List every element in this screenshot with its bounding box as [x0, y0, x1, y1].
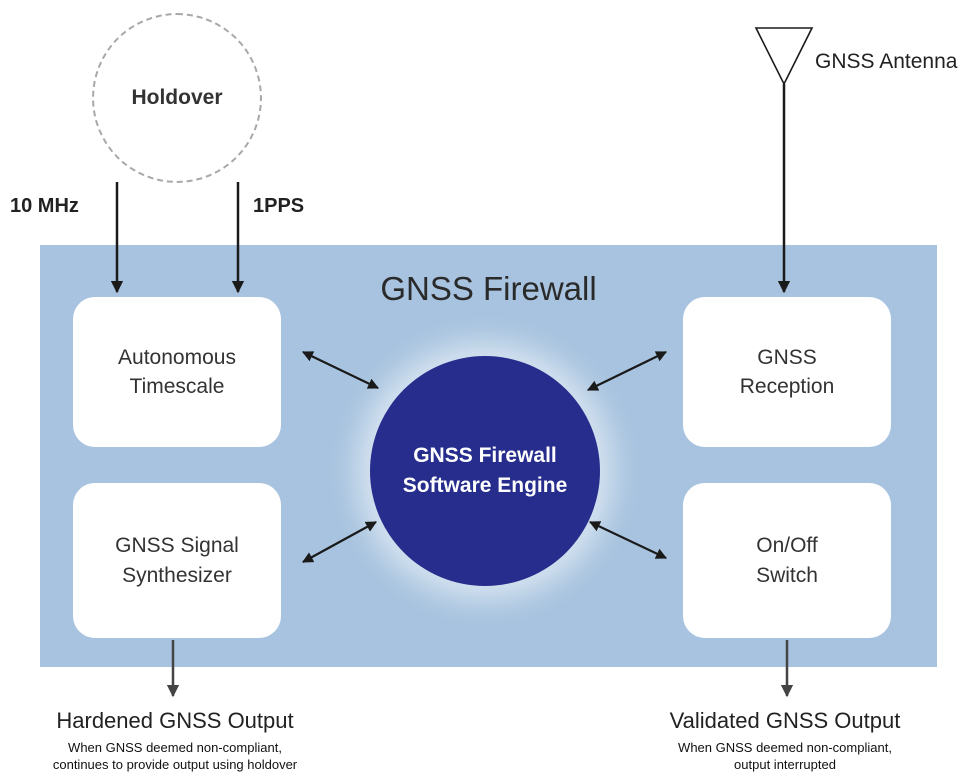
hardened-output-note: When GNSS deemed non-compliant, continue… [52, 740, 298, 772]
signal-synthesizer-block: GNSS Signal Synthesizer [73, 483, 281, 638]
hardened-output-title: Hardened GNSS Output [56, 708, 294, 733]
antenna-label: GNSS Antenna [815, 50, 958, 73]
gnss-reception-label: GNSS Reception [739, 345, 835, 398]
signal-synthesizer-label: GNSS Signal Synthesizer [115, 534, 239, 587]
antenna-icon [754, 27, 814, 86]
validated-output-note: When GNSS deemed non-compliant, output i… [678, 740, 892, 772]
reception-engine-arrow [587, 351, 667, 391]
ten-mhz-label: 10 MHz [10, 195, 79, 217]
autonomous-timescale-block: Autonomous Timescale [73, 297, 281, 447]
on-off-switch-label: On/Off Switch [756, 534, 818, 587]
on-off-switch-block: On/Off Switch [683, 483, 891, 638]
gnss-reception-block: GNSS Reception [683, 297, 891, 447]
firewall-title: GNSS Firewall [380, 270, 597, 307]
holdover-label: Holdover [131, 86, 223, 109]
holdover-circle: Holdover [92, 13, 262, 183]
timescale-engine-arrow [302, 351, 379, 389]
autonomous-timescale-label: Autonomous Timescale [118, 345, 236, 398]
switch-engine-arrow [589, 521, 667, 559]
software-engine-label: GNSS Firewall Software Engine [402, 443, 568, 497]
software-engine-circle: GNSS Firewall Software Engine [370, 356, 600, 586]
validated-output-title: Validated GNSS Output [669, 708, 901, 733]
synthesizer-engine-arrow [302, 521, 377, 563]
pps-label: 1PPS [253, 195, 305, 217]
